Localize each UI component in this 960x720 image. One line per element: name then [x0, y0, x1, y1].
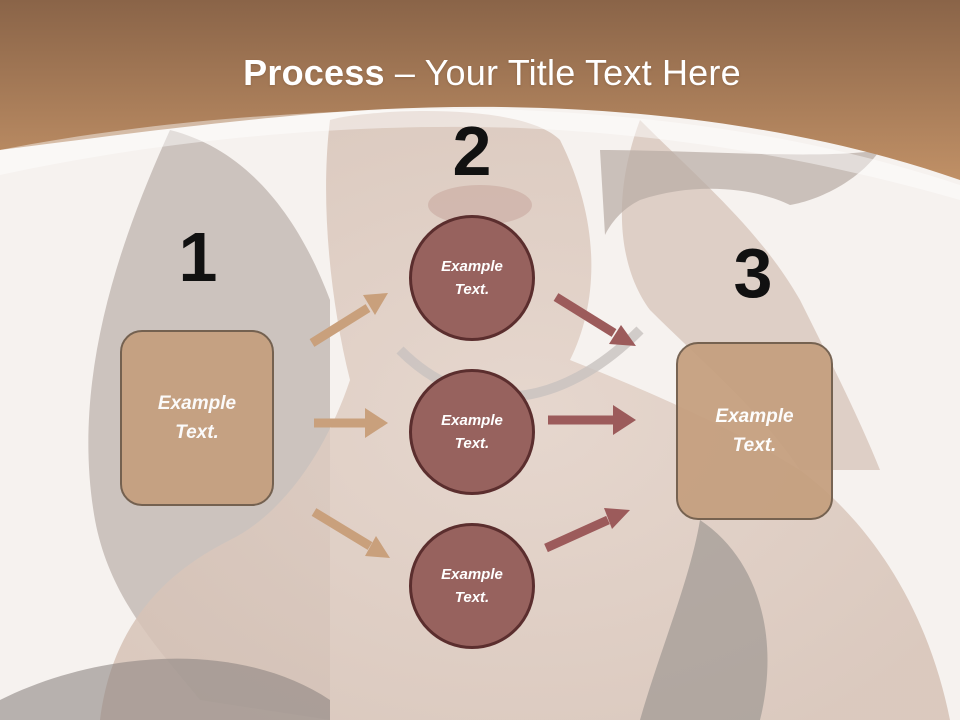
circle-bottom-text: Example Text.	[441, 566, 503, 606]
title-rest-part: – Your Title Text Here	[384, 52, 741, 93]
step-1-text: Example Text.	[157, 393, 237, 443]
title-bold-part: Process	[243, 52, 385, 93]
step-3-box: Example Text.	[676, 342, 833, 520]
step-number-1: 1	[178, 218, 218, 296]
circle-top-text: Example Text.	[441, 258, 503, 298]
circle-top: Example Text.	[409, 215, 535, 341]
slide-title: Process – Your Title Text Here	[0, 52, 960, 94]
step-3-text: Example Text.	[715, 406, 794, 456]
step-1-box: Example Text.	[120, 330, 274, 506]
circle-middle-text: Example Text.	[441, 412, 503, 452]
circle-middle: Example Text.	[409, 369, 535, 495]
circle-bottom: Example Text.	[409, 523, 535, 649]
step-number-3: 3	[733, 234, 773, 312]
step-number-2: 2	[452, 112, 492, 190]
